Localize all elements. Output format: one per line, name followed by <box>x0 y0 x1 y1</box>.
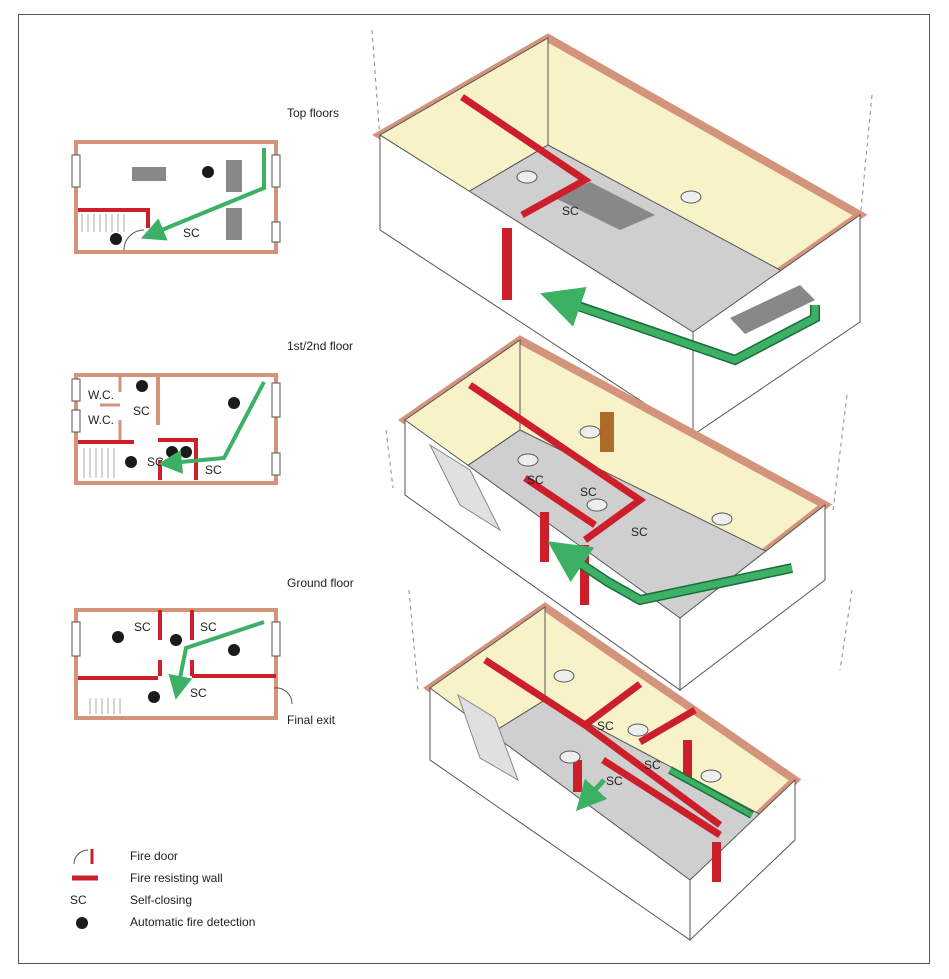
window-icon <box>271 154 281 188</box>
fire-resisting-wall <box>483 657 723 828</box>
fire-detector-icon <box>586 498 608 512</box>
svg-text:SC: SC <box>580 485 597 499</box>
fire-detector-icon <box>579 425 601 439</box>
escape-route-arrow <box>540 286 819 364</box>
svg-text:SC: SC <box>190 686 207 700</box>
legend-self-closing: SC Self-closing <box>60 890 360 912</box>
svg-text:SC: SC <box>644 758 661 772</box>
window-icon <box>71 154 81 188</box>
door <box>600 412 614 452</box>
svg-text:SC: SC <box>183 226 200 240</box>
fire-resisting-wall-icon <box>72 875 98 881</box>
legend-fire-door: Fire door <box>60 846 360 868</box>
guide-lines <box>371 29 873 691</box>
svg-text:W.C.: W.C. <box>88 413 114 427</box>
skylight <box>226 160 242 192</box>
svg-text:SC: SC <box>527 473 544 487</box>
svg-text:SC: SC <box>597 719 614 733</box>
legend-fire-detection: Automatic fire detection <box>60 912 360 934</box>
skylight <box>132 167 166 181</box>
window-icon <box>271 382 281 418</box>
fire-detector-icon <box>170 634 182 646</box>
fire-detector-icon <box>553 669 575 683</box>
escape-route-arrow <box>547 541 793 604</box>
fire-resisting-wall <box>468 382 647 543</box>
fire-door <box>683 740 692 780</box>
svg-text:SC: SC <box>147 455 164 469</box>
iso-top-floors: SC <box>372 33 868 436</box>
diagram-frame <box>18 14 930 964</box>
fire-resisting-wall <box>601 757 722 838</box>
fire-detector-icon <box>148 691 160 703</box>
fire-door <box>573 760 582 792</box>
fire-detector-icon <box>627 723 649 737</box>
plan-ground-floor: Ground floor SC SC SC Final exit <box>71 576 354 727</box>
escape-route-arrow <box>575 778 608 812</box>
first-second-floor-label: 1st/2nd floor <box>287 339 353 353</box>
window-icon <box>271 621 281 657</box>
exit-door-swing <box>273 687 293 705</box>
fire-detector-icon <box>711 512 733 526</box>
svg-text:SC: SC <box>133 404 150 418</box>
fire-detector-icon <box>517 453 539 467</box>
escape-route-arrow <box>158 381 266 474</box>
fire-resisting-wall <box>638 706 697 746</box>
fire-door <box>580 545 589 605</box>
window-icon <box>71 621 81 657</box>
legend: Fire door Fire resisting wall SC Self-cl… <box>60 846 360 934</box>
fire-detector-icon <box>112 631 124 643</box>
iso-first-second-floor: SC SC SC <box>398 335 833 692</box>
final-exit-label: Final exit <box>287 713 336 727</box>
skylight <box>555 182 655 230</box>
legend-fire-resisting-wall: Fire resisting wall <box>60 868 360 890</box>
fire-detector-icon <box>136 380 148 392</box>
fire-detector-icon <box>680 190 702 204</box>
window-icon <box>71 409 81 433</box>
fire-detector-icon <box>700 769 722 783</box>
svg-text:W.C.: W.C. <box>88 388 114 402</box>
skylight <box>226 208 242 240</box>
top-floors-label: Top floors <box>287 106 339 120</box>
svg-text:SC: SC <box>205 463 222 477</box>
plan-top-floors: Top floors SC <box>71 106 339 254</box>
window-icon <box>271 452 281 476</box>
fire-detector-icon <box>559 750 581 764</box>
skylight <box>730 285 815 334</box>
fire-detector-icon <box>202 166 214 178</box>
fire-detector-icon <box>228 397 240 409</box>
plan-first-second-floor: 1st/2nd floor W.C. W.C. SC SC SC <box>71 339 353 485</box>
self-closing-symbol: SC <box>70 893 87 907</box>
fire-door <box>712 842 721 882</box>
fire-door <box>540 512 549 562</box>
fire-detector-icon <box>110 233 122 245</box>
fire-resisting-wall <box>460 94 592 219</box>
fire-detector-icon <box>76 917 88 929</box>
fire-detector-icon <box>516 170 538 184</box>
escape-route-arrow <box>140 148 266 241</box>
window-icon <box>271 221 281 243</box>
fire-resisting-wall <box>523 475 597 528</box>
svg-text:SC: SC <box>606 774 623 788</box>
fire-detector-icon <box>180 446 192 458</box>
fire-detector-icon <box>228 644 240 656</box>
window-icon <box>71 378 81 402</box>
fire-detector-icon <box>166 446 178 458</box>
fire-detector-icon <box>125 456 137 468</box>
svg-text:SC: SC <box>562 204 579 218</box>
svg-text:SC: SC <box>200 620 217 634</box>
iso-ground-floor: SC SC SC <box>423 602 802 942</box>
escape-route-arrow <box>168 620 265 700</box>
fire-door-icon <box>73 849 94 865</box>
ground-floor-label: Ground floor <box>287 576 354 590</box>
svg-text:SC: SC <box>134 620 151 634</box>
fire-door <box>502 228 512 300</box>
fire-resisting-wall <box>78 610 276 680</box>
svg-text:SC: SC <box>631 525 648 539</box>
